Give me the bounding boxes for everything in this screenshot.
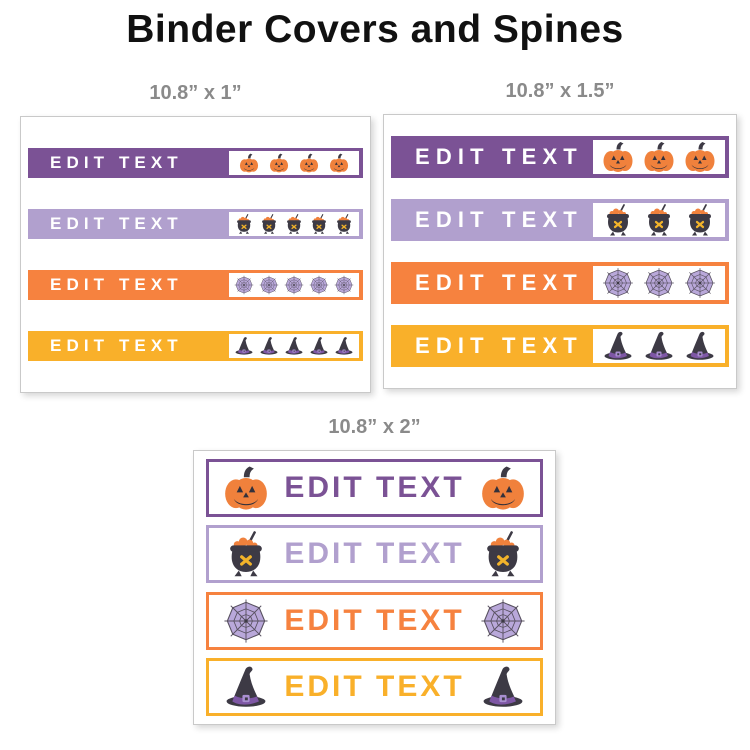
witch-hat-icon <box>602 330 634 362</box>
edit-text-placeholder[interactable]: EDIT TEXT <box>284 471 465 505</box>
witch-hat-icon <box>480 664 526 710</box>
icon-box <box>593 329 725 363</box>
edit-text-placeholder[interactable]: EDIT TEXT <box>50 153 183 172</box>
cauldron-icon <box>684 204 716 236</box>
strip-orange: EDIT TEXT <box>28 270 363 300</box>
icon-box <box>229 334 359 358</box>
icon-box <box>593 266 725 300</box>
witch-hat-icon <box>643 330 675 362</box>
strip-yellow: EDIT TEXT <box>391 325 729 367</box>
cauldron-icon <box>309 214 329 234</box>
panel-size-label: 10.8” x 1.5” <box>505 80 615 102</box>
strip-yellow: EDIT TEXT <box>206 657 543 716</box>
edit-text-placeholder[interactable]: EDIT TEXT <box>415 207 583 232</box>
panel-size-label: 10.8” x 1” <box>149 82 242 104</box>
pumpkin-icon <box>269 153 289 173</box>
edit-text-placeholder[interactable]: EDIT TEXT <box>284 537 465 571</box>
cauldron-icon <box>259 214 279 234</box>
spider-web-icon <box>284 275 304 295</box>
page-title: Binder Covers and Spines <box>126 8 624 51</box>
witch-hat-icon <box>234 336 254 356</box>
strip-dark-purple: EDIT TEXT <box>28 148 363 178</box>
strip-light-purple: EDIT TEXT <box>28 209 363 239</box>
spider-web-icon <box>234 275 254 295</box>
edit-text-placeholder[interactable]: EDIT TEXT <box>415 144 583 169</box>
cauldron-icon <box>480 531 526 577</box>
pumpkin-icon <box>329 153 349 173</box>
spider-web-icon <box>684 267 716 299</box>
pumpkin-icon <box>299 153 319 173</box>
strip-yellow: EDIT TEXT <box>28 331 363 361</box>
spider-web-icon <box>334 275 354 295</box>
spider-web-icon <box>223 598 269 644</box>
strip-orange: EDIT TEXT <box>391 262 729 304</box>
spider-web-icon <box>259 275 279 295</box>
panel-size-label: 10.8” x 2” <box>328 416 421 438</box>
witch-hat-icon <box>334 336 354 356</box>
pumpkin-icon <box>684 141 716 173</box>
strip-light-purple: EDIT TEXT <box>391 199 729 241</box>
pumpkin-icon <box>643 141 675 173</box>
edit-text-placeholder[interactable]: EDIT TEXT <box>284 669 465 703</box>
witch-hat-icon <box>223 664 269 710</box>
spider-web-icon <box>309 275 329 295</box>
strip-dark-purple: EDIT TEXT <box>206 459 543 518</box>
witch-hat-icon <box>259 336 279 356</box>
icon-box <box>229 212 359 236</box>
edit-text-placeholder[interactable]: EDIT TEXT <box>50 275 183 294</box>
panel-card: EDIT TEXT EDIT TEXT EDIT TEXT EDIT TEXT <box>383 114 737 389</box>
edit-text-placeholder[interactable]: EDIT TEXT <box>50 214 183 233</box>
edit-text-placeholder[interactable]: EDIT TEXT <box>284 603 465 637</box>
icon-box <box>593 140 725 174</box>
cauldron-icon <box>334 214 354 234</box>
cauldron-icon <box>643 204 675 236</box>
pumpkin-icon <box>480 465 526 511</box>
witch-hat-icon <box>684 330 716 362</box>
cauldron-icon <box>284 214 304 234</box>
strip-orange: EDIT TEXT <box>206 591 543 650</box>
icon-box <box>229 151 359 175</box>
strip-dark-purple: EDIT TEXT <box>391 136 729 178</box>
cauldron-icon <box>602 204 634 236</box>
strip-light-purple: EDIT TEXT <box>206 525 543 584</box>
spider-web-icon <box>480 598 526 644</box>
cauldron-icon <box>223 531 269 577</box>
witch-hat-icon <box>309 336 329 356</box>
panel-card: EDIT TEXT EDIT TEXT EDIT TEXT EDIT TEXT <box>193 450 556 725</box>
cauldron-icon <box>234 214 254 234</box>
witch-hat-icon <box>284 336 304 356</box>
spider-web-icon <box>643 267 675 299</box>
icon-box <box>229 273 359 297</box>
spider-web-icon <box>602 267 634 299</box>
edit-text-placeholder[interactable]: EDIT TEXT <box>50 336 183 355</box>
panel-card: EDIT TEXT EDIT TEXT EDIT TEXT EDIT TEXT <box>20 116 371 393</box>
pumpkin-icon <box>239 153 259 173</box>
edit-text-placeholder[interactable]: EDIT TEXT <box>415 270 583 295</box>
pumpkin-icon <box>602 141 634 173</box>
edit-text-placeholder[interactable]: EDIT TEXT <box>415 333 583 358</box>
icon-box <box>593 203 725 237</box>
pumpkin-icon <box>223 465 269 511</box>
